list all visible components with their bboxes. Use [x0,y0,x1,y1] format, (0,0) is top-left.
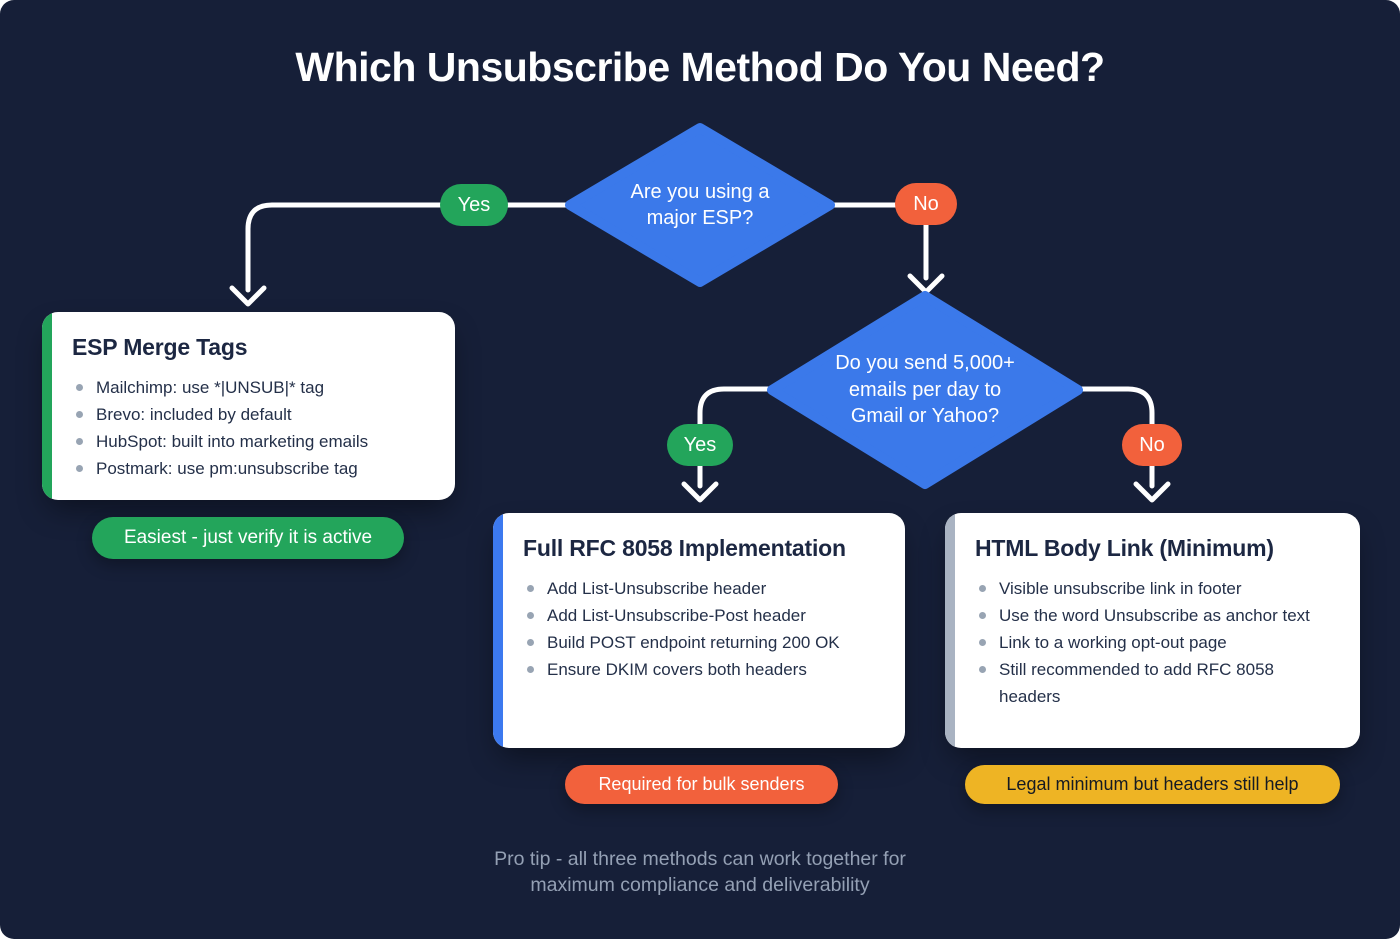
connector-no-2 [1071,386,1155,489]
rfc-bullet-list: Add List-Unsubscribe header Add List-Uns… [523,575,883,683]
bullet-item: Postmark: use pm:unsubscribe tag [72,455,433,482]
esp-card-accent-bar [42,312,52,500]
bullet-item: Ensure DKIM covers both headers [523,656,883,683]
html-body-link-card: HTML Body Link (Minimum) Visible unsubsc… [945,513,1360,748]
yes-pill-decision-2: Yes [667,424,733,466]
decision-1-line-1: Are you using a [630,180,770,203]
bullet-item: Use the word Unsubscribe as anchor text [975,602,1338,629]
page-title: Which Unsubscribe Method Do You Need? [295,44,1105,90]
no-pill-decision-1: No [895,183,957,225]
esp-merge-tags-card: ESP Merge Tags Mailchimp: use *|UNSUB|* … [42,312,455,500]
connector-yes-2 [697,386,779,489]
pro-tip-line-2: maximum compliance and deliverability [530,874,870,896]
arrowhead-no-2 [1133,481,1171,503]
decision-diamond-2 [767,291,1083,489]
rfc-card-title: Full RFC 8058 Implementation [523,535,846,561]
bullet-item: Visible unsubscribe link in footer [975,575,1338,602]
html-status-badge: Legal minimum but headers still help [965,765,1340,804]
decision-1-question: Are you using a major ESP? [570,130,830,280]
pro-tip-text: Pro tip - all three methods can work tog… [0,846,1400,898]
decision-2-line-2: emails per day to [848,378,1002,401]
bullet-item: Link to a working opt-out page [975,629,1338,656]
arrowhead-yes-1 [229,285,267,307]
arrowhead-yes-2 [681,481,719,503]
esp-card-title: ESP Merge Tags [72,334,248,360]
esp-bullet-list: Mailchimp: use *|UNSUB|* tag Brevo: incl… [72,374,433,482]
rfc-status-badge: Required for bulk senders [565,765,838,804]
bullet-item: Add List-Unsubscribe header [523,575,883,602]
bullet-item: HubSpot: built into marketing emails [72,428,433,455]
bullet-item: Mailchimp: use *|UNSUB|* tag [72,374,433,401]
esp-status-badge: Easiest - just verify it is active [92,517,404,559]
html-bullet-list: Visible unsubscribe link in footer Use t… [975,575,1338,710]
yes-pill-decision-1: Yes [440,184,508,226]
decision-diamond-1 [565,123,835,287]
rfc-8058-card: Full RFC 8058 Implementation Add List-Un… [493,513,905,748]
bullet-item: Brevo: included by default [72,401,433,428]
no-pill-decision-2: No [1122,424,1182,466]
decision-2-line-1: Do you send 5,000+ [835,352,1015,375]
html-card-title: HTML Body Link (Minimum) [975,535,1274,561]
pro-tip-line-1: Pro tip - all three methods can work tog… [494,848,906,870]
rfc-card-accent-bar [493,513,503,748]
connector-yes-1 [245,202,576,293]
bullet-item: Build POST endpoint returning 200 OK [523,629,883,656]
html-card-accent-bar [945,513,955,748]
bullet-item: Still recommended to add RFC 8058 header… [975,656,1338,710]
decision-2-line-3: Gmail or Yahoo? [850,405,1000,428]
bullet-item: Add List-Unsubscribe-Post header [523,602,883,629]
decision-2-question: Do you send 5,000+ emails per day to Gma… [772,298,1078,482]
decision-1-line-2: major ESP? [646,207,754,229]
